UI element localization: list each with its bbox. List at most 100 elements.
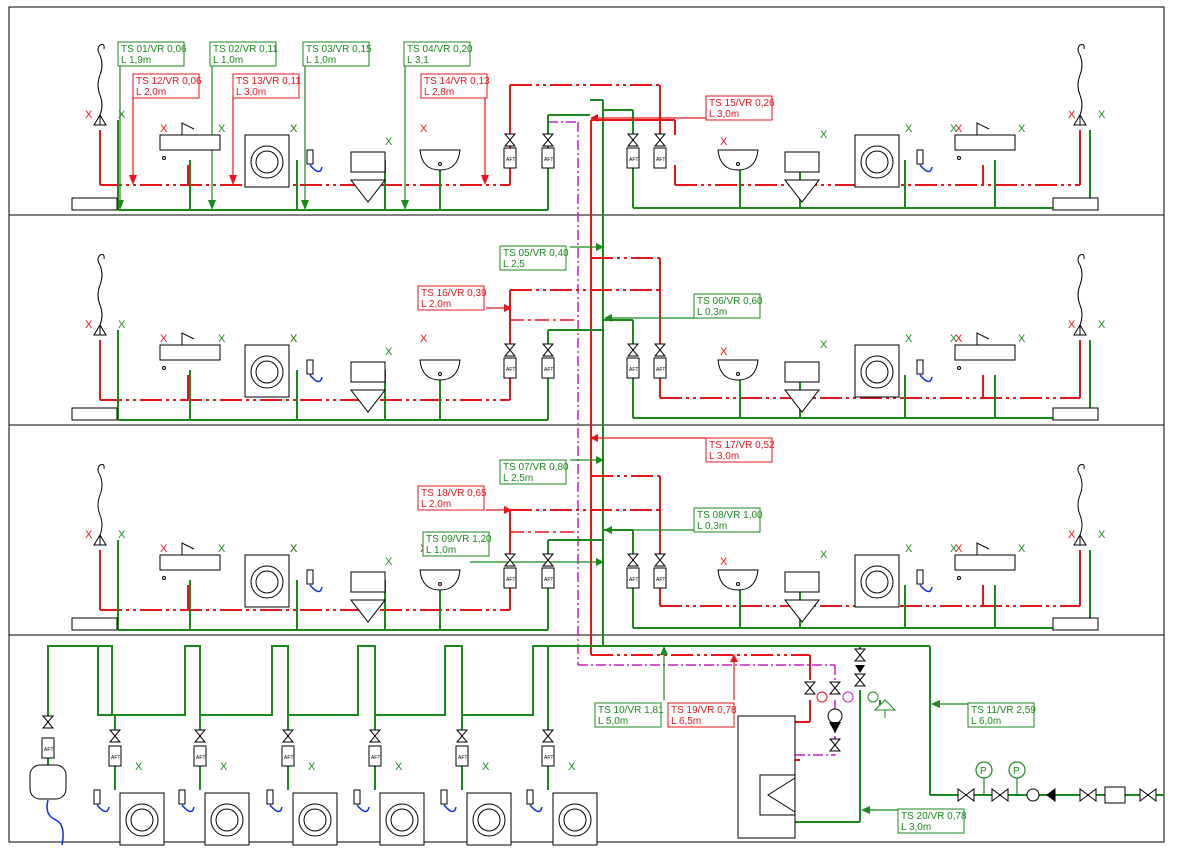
water-meter-icon: AFT — [108, 745, 122, 767]
water-meter-icon: AFT — [626, 357, 640, 379]
check-valve-icon — [855, 665, 865, 673]
label-ts07-line2: L 2,5m — [503, 473, 533, 484]
water-meter-icon: AFT — [653, 357, 667, 379]
shower-icon — [1073, 464, 1087, 546]
valve-icon — [803, 681, 817, 695]
x-mark: X — [820, 549, 828, 561]
label-ts13-line2: L 3,0m — [236, 87, 266, 98]
svg-text:AFT: AFT — [44, 747, 53, 753]
expansion-vessel — [29, 764, 67, 800]
valve-icon — [853, 648, 867, 662]
valve-icon — [503, 133, 517, 147]
toilet-icon — [783, 571, 821, 623]
x-mark: X — [290, 543, 298, 555]
label-ts16: TS 16/VR 0,39L 2,0m — [417, 285, 487, 311]
water-meter-icon: AFT — [653, 567, 667, 589]
wall-base-block — [1052, 197, 1099, 211]
svg-text:AFT: AFT — [111, 755, 120, 761]
washing-machine-icon — [119, 792, 165, 846]
storage-tank — [737, 715, 796, 839]
water-meter-icon: AFT — [626, 147, 640, 169]
water-meter-icon: AFT — [503, 147, 517, 169]
x-mark: X — [118, 319, 126, 331]
shower-icon — [1073, 44, 1087, 126]
svg-text:AFT: AFT — [506, 577, 515, 583]
toilet-icon — [349, 361, 387, 413]
kitchen-sink-icon — [954, 332, 1016, 370]
x-mark: X — [290, 333, 298, 345]
kitchen-sink-icon — [954, 122, 1016, 160]
safety-valve-icon — [873, 699, 897, 718]
circulation-riser — [548, 121, 579, 665]
toilet-icon — [783, 151, 821, 203]
valve-icon — [828, 681, 842, 695]
kitchen-sink-icon — [159, 542, 221, 580]
washing-machine-icon — [244, 554, 290, 608]
wall-base-block — [71, 617, 118, 631]
label-ts08: TS 08/VR 1,00L 0,3m — [693, 507, 763, 533]
x-mark: X — [118, 529, 126, 541]
drain-trap-icon — [916, 149, 933, 173]
water-meter-icon: AFT — [541, 147, 555, 169]
label-ts10-line2: L 5,0m — [598, 716, 628, 727]
label-ts05-line1: TS 05/VR 0,40 — [503, 248, 569, 259]
x-mark: X — [1018, 333, 1026, 345]
label-ts14: TS 14/VR 0,13L 2,8m — [420, 73, 490, 99]
heat-exchanger — [759, 774, 796, 816]
label-ts18-line1: TS 18/VR 0,65 — [421, 488, 487, 499]
wall-base-block — [71, 197, 118, 211]
valve-icon — [541, 553, 555, 567]
label-ts09-line1: TS 09/VR 1,20 — [426, 534, 492, 545]
x-mark: X — [290, 123, 298, 135]
wall-base-block — [71, 407, 118, 421]
water-meter-icon: AFT — [368, 745, 382, 767]
valve-icon — [541, 133, 555, 147]
label-ts04: TS 04/VR 0,20L 3,1 — [403, 41, 473, 67]
label-ts10: TS 10/VR 1,81L 5,0m — [594, 702, 664, 728]
x-mark: X — [218, 123, 226, 135]
toilet-icon — [783, 361, 821, 413]
x-mark: X — [482, 761, 490, 773]
label-ts02: TS 02/VR 0,11L 1,0m — [209, 41, 278, 67]
label-ts11-line1: TS 11/VR 2,59 — [971, 705, 1036, 716]
label-ts20-line1: TS 20/VR 0,78 — [901, 811, 967, 822]
x-mark: X — [395, 761, 403, 773]
x-mark: X — [720, 136, 728, 148]
label-ts16-line1: TS 16/VR 0,39 — [421, 288, 487, 299]
x-mark: X — [820, 339, 828, 351]
water-meter-icon: AFT — [455, 745, 469, 767]
x-mark: X — [220, 761, 228, 773]
washbasin-icon — [717, 569, 759, 591]
label-ts04-line1: TS 04/VR 0,20 — [407, 44, 473, 55]
washbasin-icon — [419, 359, 461, 381]
label-ts01-line2: L 1,9m — [121, 55, 151, 66]
x-mark: X — [160, 333, 168, 345]
label-ts20: TS 20/VR 0,78L 3,0m — [897, 808, 967, 834]
valve-icon — [626, 343, 640, 357]
washbasin-icon — [717, 359, 759, 381]
gauge-p-1: P — [980, 766, 987, 777]
label-ts07: TS 07/VR 0,80L 2,5m — [499, 459, 569, 485]
svg-text:AFT: AFT — [458, 755, 467, 761]
svg-text:AFT: AFT — [506, 157, 515, 163]
svg-text:AFT: AFT — [544, 367, 553, 373]
water-meter-icon: AFT — [193, 745, 207, 767]
washing-machine-icon — [854, 554, 900, 608]
x-mark: X — [218, 543, 226, 555]
x-mark: X — [385, 556, 393, 568]
thermometer-icon — [842, 691, 854, 703]
label-ts09: TS 09/VR 1,20L 1,0m — [422, 531, 492, 557]
label-ts13: TS 13/VR 0,11L 3,0m — [232, 73, 301, 99]
washing-machine-icon — [204, 792, 250, 846]
label-ts15-line1: TS 15/VR 0,26 — [709, 98, 775, 109]
x-mark: X — [905, 123, 913, 135]
x-mark: X — [1068, 529, 1076, 541]
svg-text:AFT: AFT — [544, 577, 553, 583]
x-mark: X — [950, 123, 958, 135]
x-mark: X — [720, 556, 728, 568]
valve-icon — [503, 343, 517, 357]
label-ts19-line2: L 6,5m — [671, 716, 701, 727]
